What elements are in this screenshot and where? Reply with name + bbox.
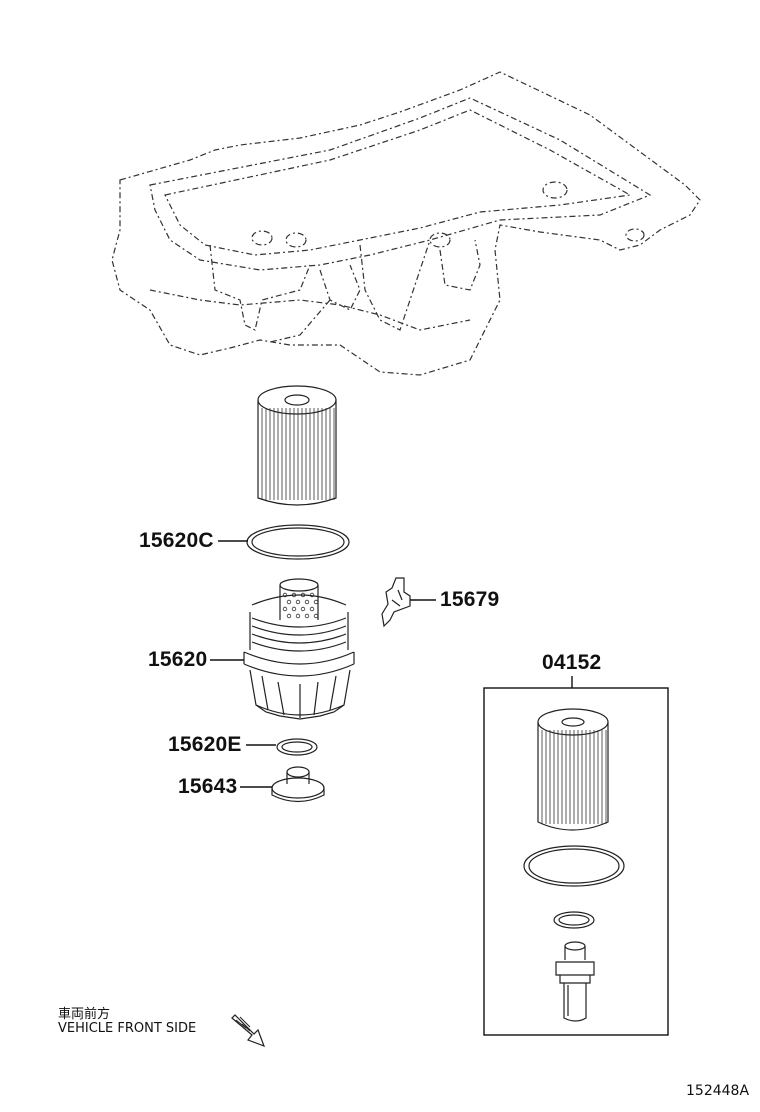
figure-id: 152448A: [686, 1083, 750, 1099]
direction-note-japanese: 車両前方: [58, 1007, 111, 1022]
direction-note-english: VEHICLE FRONT SIDE: [58, 1021, 197, 1036]
kit-o-ring-small-illustration: [553, 911, 595, 929]
label-04152: 04152: [542, 651, 602, 674]
label-15620E: 15620E: [168, 733, 242, 756]
filter-cap-15620-illustration: [243, 578, 355, 720]
kit-o-ring-large-illustration: [523, 845, 625, 887]
front-direction-arrow-icon: [231, 1014, 266, 1048]
filter-element-illustration: [257, 385, 337, 506]
drain-plug-15643-illustration: [271, 766, 325, 803]
label-15620C: 15620C: [139, 529, 214, 552]
label-15620: 15620: [148, 648, 208, 671]
oil-pan-phantom: [111, 71, 701, 376]
kit-04152-box: [483, 676, 669, 1036]
o-ring-15620c-illustration: [246, 524, 350, 560]
label-15679: 15679: [440, 588, 500, 611]
kit-drain-fitting-illustration: [555, 941, 595, 1022]
o-ring-15620e-illustration: [276, 738, 318, 756]
label-15643: 15643: [178, 775, 238, 798]
kit-filter-element-illustration: [537, 708, 609, 831]
clip-15679-illustration: [381, 577, 411, 628]
